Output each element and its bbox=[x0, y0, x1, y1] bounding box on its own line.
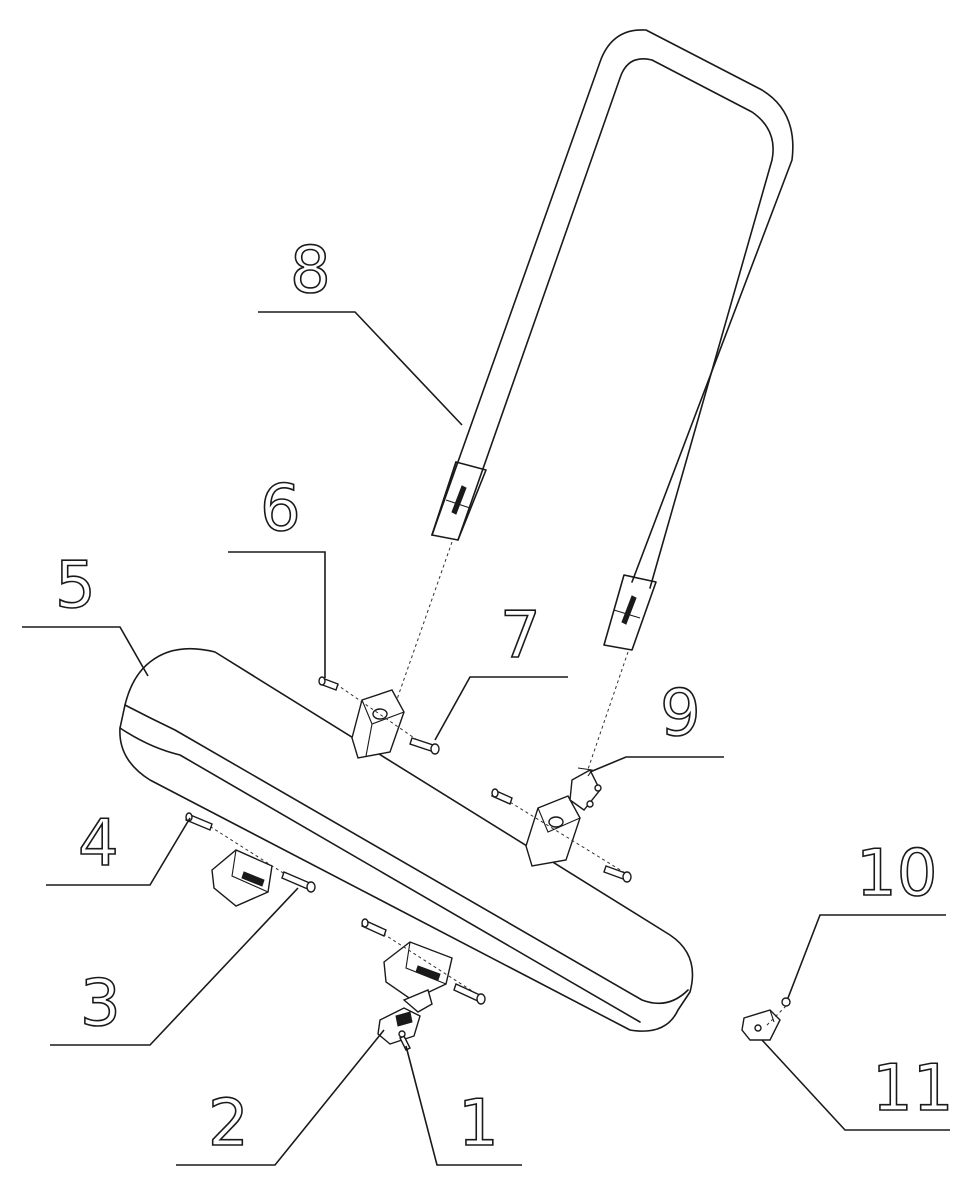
bracket-left bbox=[211, 849, 273, 907]
leader-6 bbox=[228, 551, 326, 678]
latch-lower bbox=[377, 989, 433, 1045]
screw-1 bbox=[398, 1030, 411, 1051]
bolt-4 bbox=[185, 812, 213, 831]
alignment-line-right bbox=[584, 651, 629, 779]
callout-5: 5 bbox=[55, 549, 96, 623]
bolt-mid-upper bbox=[361, 918, 387, 937]
screw-10 bbox=[765, 997, 791, 1027]
bolt-3 bbox=[281, 871, 316, 893]
leader-9 bbox=[589, 756, 724, 773]
leader-11 bbox=[761, 1039, 950, 1131]
clip-11 bbox=[741, 1009, 781, 1041]
callout-8: 8 bbox=[290, 234, 331, 308]
leader-10 bbox=[787, 914, 946, 999]
bolt-right-lower bbox=[603, 865, 632, 883]
axis-line-left-socket bbox=[335, 683, 421, 743]
callout-11: 11 bbox=[872, 1052, 953, 1126]
leader-4 bbox=[46, 817, 191, 886]
bracket-right bbox=[383, 941, 453, 1001]
handle-tube bbox=[431, 29, 794, 651]
leader-5 bbox=[22, 626, 149, 677]
bolt-7 bbox=[409, 737, 440, 755]
axis-line-right-bracket bbox=[367, 923, 481, 997]
callout-9: 9 bbox=[660, 677, 701, 751]
callout-10: 10 bbox=[856, 837, 937, 911]
bolt-right-upper bbox=[491, 788, 513, 805]
bolt-6 bbox=[318, 676, 339, 691]
callout-6: 6 bbox=[260, 472, 301, 546]
leader-8 bbox=[258, 311, 463, 426]
leader-2 bbox=[176, 1029, 385, 1166]
callout-3: 3 bbox=[80, 967, 121, 1041]
callout-2: 2 bbox=[208, 1087, 249, 1161]
axis-line-right-socket bbox=[499, 795, 631, 877]
base-board bbox=[119, 647, 694, 1032]
leader-3 bbox=[50, 887, 299, 1046]
callout-7: 7 bbox=[500, 599, 541, 673]
socket-left bbox=[351, 689, 405, 759]
leader-1 bbox=[405, 1045, 522, 1166]
callout-1: 1 bbox=[458, 1087, 499, 1161]
bolt-mid-lower bbox=[453, 983, 486, 1005]
leader-7 bbox=[434, 676, 568, 741]
callout-4: 4 bbox=[78, 807, 119, 881]
alignment-line-left bbox=[394, 541, 453, 706]
socket-right-with-latch bbox=[525, 767, 602, 867]
